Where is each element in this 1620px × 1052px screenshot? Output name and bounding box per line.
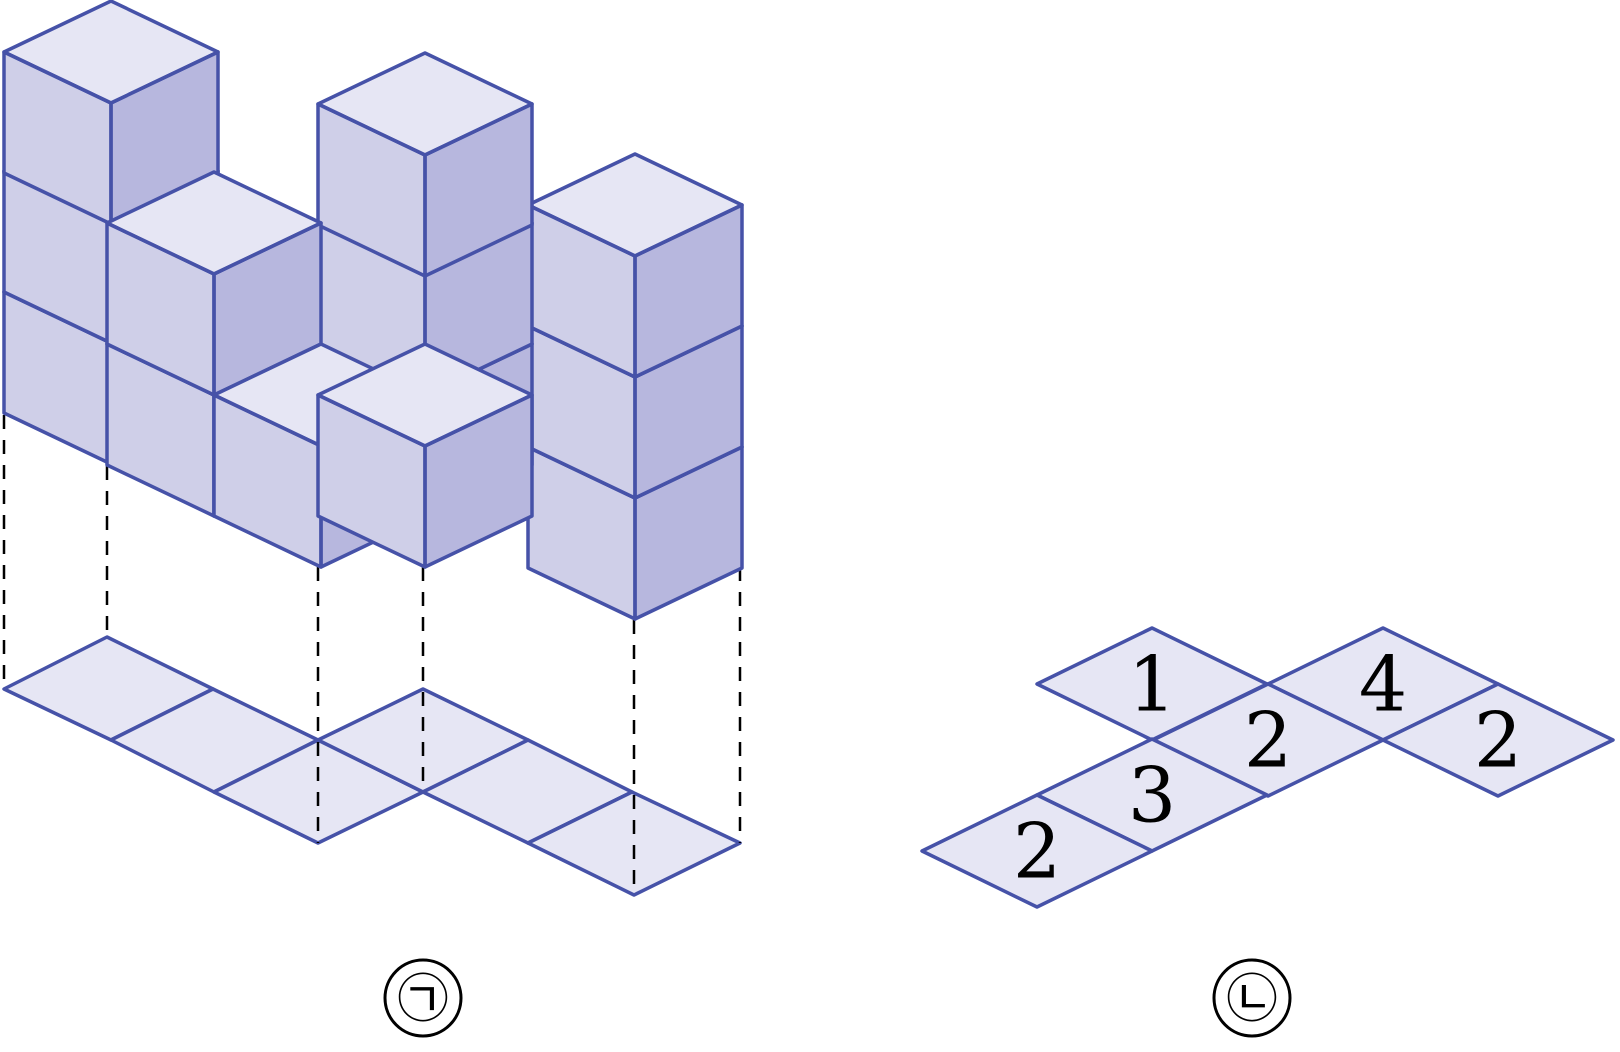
plan-tile-count: 1 [1128,640,1176,729]
cube-top-edge [316,342,534,448]
cube-front-face [528,447,635,619]
cube [316,51,534,278]
plan-tile-count: 2 [1244,696,1292,785]
cube-front-face [214,395,321,567]
caption-b-circle [1212,958,1292,1038]
cube-front-face [4,52,111,224]
cube-top-edge [316,51,534,157]
caption-a-label: ㉠ [397,970,449,1030]
cube [105,170,323,397]
cube [316,342,534,569]
plan-tile-shape [1381,682,1615,798]
caption-b: ㉡ [1212,958,1292,1038]
cube-front-face [318,223,425,395]
plan-tile-count: 2 [1013,807,1061,896]
cube-top-edge [526,152,744,258]
plan-tile-shape [920,793,1154,909]
cube-front-face [107,344,214,516]
plan-tile-count: 3 [1128,751,1176,840]
cube-side-face [635,326,742,498]
cube-side-face [214,223,321,395]
cube-front-face [4,171,111,343]
cube-front-face [528,326,635,498]
caption-b-label: ㉡ [1226,970,1278,1030]
stacked-cubes-figure: ㉠ [2,0,744,1038]
cube-side-face [425,395,532,567]
cube-side-face [635,447,742,619]
plan-tile: 2 [1381,682,1615,798]
plan-tile: 2 [920,793,1154,909]
plan-tile-count: 2 [1474,696,1522,785]
cube-front-face [318,104,425,276]
cube [526,152,744,379]
projection-lines [2,415,742,895]
plan-tile-count: 4 [1359,640,1407,729]
cube-top-edge [2,0,220,105]
cube-front-face [528,205,635,377]
base-floor-plan [2,635,742,897]
cube-side-face [425,104,532,276]
cube-side-face [635,205,742,377]
cube-front-face [107,223,214,395]
cube-top-edge [105,170,323,276]
caption-a: ㉠ [383,958,463,1038]
cube-stack [2,0,744,621]
cube-front-face [318,395,425,567]
caption-a-circle [383,958,463,1038]
cube-front-face [4,292,111,464]
cube-side-face [425,223,532,395]
